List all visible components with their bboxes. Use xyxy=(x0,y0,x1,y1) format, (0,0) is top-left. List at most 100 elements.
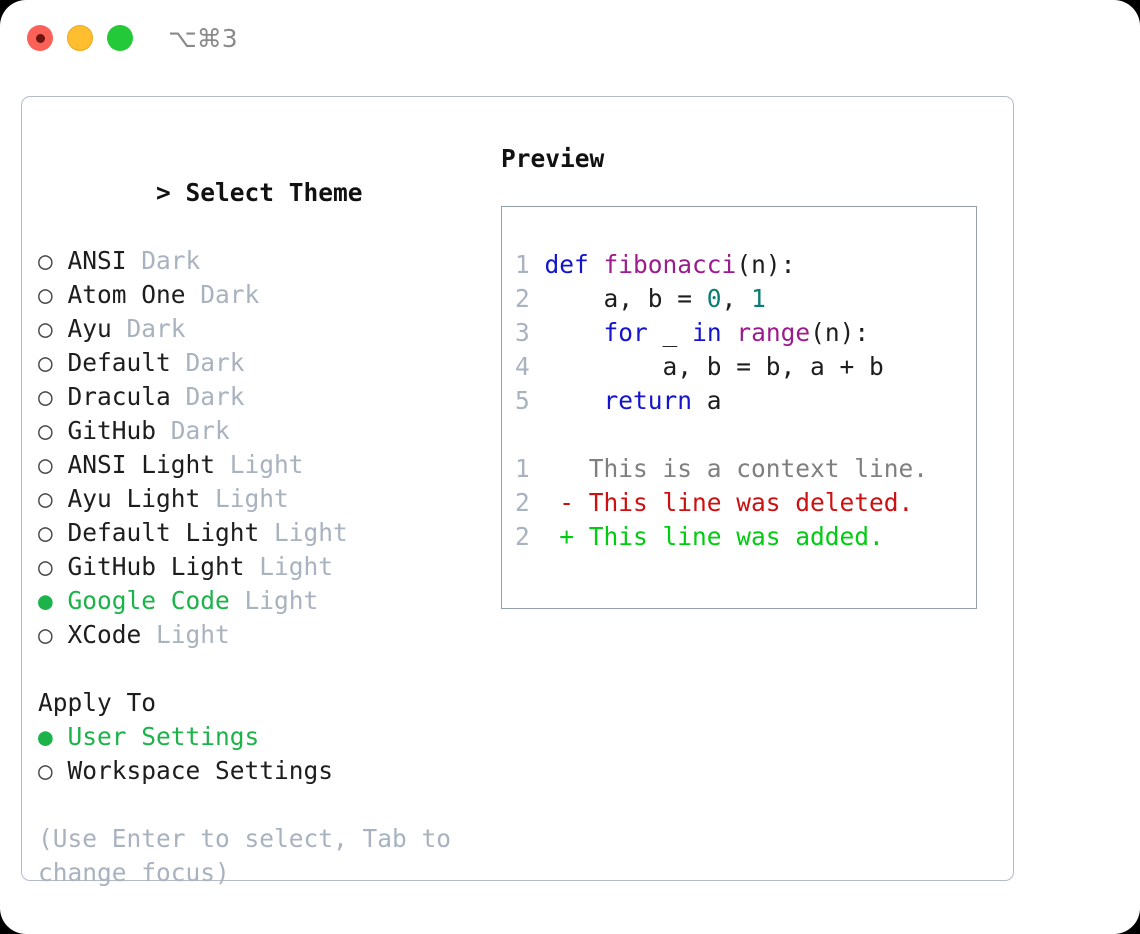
main-panel: > Select Theme ○ ANSI Dark○ Atom One Dar… xyxy=(21,96,1014,887)
theme-option-ansi-light[interactable]: ○ ANSI Light Light xyxy=(38,448,488,482)
code-token-pl: a xyxy=(692,386,722,415)
code-line-number: 4 xyxy=(515,352,530,381)
theme-selector-header: > Select Theme xyxy=(38,142,488,244)
code-line: 3 for _ in range(n): xyxy=(502,316,976,350)
theme-option-kind: Dark xyxy=(200,280,260,309)
radio-unselected-icon: ○ xyxy=(38,348,53,377)
theme-option-github[interactable]: ○ GitHub Dark xyxy=(38,414,488,448)
diff-marker-icon xyxy=(559,454,574,483)
close-icon xyxy=(35,33,45,43)
radio-unselected-icon: ○ xyxy=(38,450,53,479)
code-token-pl xyxy=(545,386,604,415)
radio-unselected-icon: ○ xyxy=(38,416,53,445)
theme-option-name: Dracula xyxy=(67,382,171,411)
theme-option-name: Ayu Light xyxy=(67,484,201,513)
apply-to-option-workspace-settings[interactable]: ○ Workspace Settings xyxy=(38,754,488,788)
diff-line-number: 2 xyxy=(515,488,530,517)
apply-to-section: Apply To ● User Settings○ Workspace Sett… xyxy=(38,686,488,788)
radio-unselected-icon: ○ xyxy=(38,518,53,547)
preview-title: Preview xyxy=(501,144,605,173)
apply-to-list: ● User Settings○ Workspace Settings xyxy=(38,720,488,788)
diff-marker-icon: - xyxy=(559,488,575,517)
code-sample-block: 1 def fibonacci(n):2 a, b = 0, 1 3 for _ … xyxy=(502,248,976,418)
theme-option-kind: Light xyxy=(259,552,334,581)
theme-option-kind: Dark xyxy=(170,416,230,445)
theme-option-kind: Light xyxy=(244,586,319,615)
apply-to-label: Apply To xyxy=(38,688,157,717)
theme-option-kind: Light xyxy=(274,518,348,547)
apply-to-option-name: Workspace Settings xyxy=(67,756,334,785)
theme-option-atom-one[interactable]: ○ Atom One Dark xyxy=(38,278,488,312)
theme-option-google-code[interactable]: ● Google Code Light xyxy=(38,584,488,618)
theme-option-name: Ayu xyxy=(67,314,112,343)
code-line: 4 a, b = b, a + b xyxy=(502,350,976,384)
keyboard-shortcut-label: ⌥⌘3 xyxy=(168,24,238,53)
maximize-window-button[interactable] xyxy=(107,25,133,51)
theme-option-kind: Dark xyxy=(126,314,186,343)
radio-selected-icon: ● xyxy=(38,722,53,751)
diff-line-number: 2 xyxy=(515,522,530,551)
theme-option-kind: Light xyxy=(229,450,304,479)
theme-option-github-light[interactable]: ○ GitHub Light Light xyxy=(38,550,488,584)
code-token-num: 0 xyxy=(706,284,722,313)
minimize-window-button[interactable] xyxy=(67,25,93,51)
theme-option-name: XCode xyxy=(67,620,142,649)
theme-option-kind: Dark xyxy=(185,348,245,377)
diff-line-text: This is a context line. xyxy=(574,454,929,483)
code-token-pl: , xyxy=(721,284,752,313)
theme-option-name: ANSI Light xyxy=(67,450,216,479)
diff-line-del: 2 - This line was deleted. xyxy=(502,486,976,520)
code-line-number: 5 xyxy=(515,386,530,415)
radio-unselected-icon: ○ xyxy=(38,484,53,513)
traffic-light-group xyxy=(27,25,133,51)
code-token-pl: _ xyxy=(647,318,693,347)
diff-line-text: This line was added. xyxy=(574,522,884,551)
code-token-fn: range xyxy=(736,318,811,347)
theme-option-name: GitHub Light xyxy=(67,552,245,581)
code-token-kw: in xyxy=(692,318,722,347)
apply-to-option-name: User Settings xyxy=(67,722,260,751)
theme-option-ayu-light[interactable]: ○ Ayu Light Light xyxy=(38,482,488,516)
theme-option-xcode[interactable]: ○ XCode Light xyxy=(38,618,488,652)
radio-unselected-icon: ○ xyxy=(38,756,53,785)
theme-option-ayu[interactable]: ○ Ayu Dark xyxy=(38,312,488,346)
close-window-button[interactable] xyxy=(27,25,53,51)
code-token-pl: (n): xyxy=(736,250,796,279)
code-token-num: 1 xyxy=(751,284,766,313)
radio-unselected-icon: ○ xyxy=(38,552,53,581)
diff-line-add: 2 + This line was added. xyxy=(502,520,976,554)
diff-marker-icon: + xyxy=(559,522,575,551)
code-line: 1 def fibonacci(n): xyxy=(502,248,976,282)
keyboard-hint-text: (Use Enter to select, Tab to change focu… xyxy=(38,824,452,887)
radio-selected-icon: ● xyxy=(38,586,53,615)
code-line: 5 return a xyxy=(502,384,976,418)
theme-option-ansi[interactable]: ○ ANSI Dark xyxy=(38,244,488,278)
code-token-fn: fibonacci xyxy=(603,250,737,279)
code-token-pl: a, b = b, a + b xyxy=(544,352,884,381)
diff-sample-block: 1 This is a context line. 2 - This line w… xyxy=(502,452,976,554)
theme-option-kind: Light xyxy=(215,484,289,513)
theme-option-default[interactable]: ○ Default Dark xyxy=(38,346,488,380)
code-token-pl: (n): xyxy=(810,318,870,347)
theme-option-dracula[interactable]: ○ Dracula Dark xyxy=(38,380,488,414)
code-token-pl: a, b = xyxy=(544,284,707,313)
radio-unselected-icon: ○ xyxy=(38,280,53,309)
apply-to-option-user-settings[interactable]: ● User Settings xyxy=(38,720,488,754)
radio-unselected-icon: ○ xyxy=(38,382,53,411)
theme-option-name: Google Code xyxy=(67,586,230,615)
diff-line-text: This line was deleted. xyxy=(574,488,914,517)
radio-unselected-icon: ○ xyxy=(38,246,53,275)
theme-list: ○ ANSI Dark○ Atom One Dark○ Ayu Dark○ De… xyxy=(38,244,488,652)
preview-column: Preview 1 def fibonacci(n):2 a, b = 0, 1… xyxy=(501,142,1001,609)
theme-option-default-light[interactable]: ○ Default Light Light xyxy=(38,516,488,550)
code-token-pl xyxy=(722,318,737,347)
code-token-pl xyxy=(545,318,604,347)
diff-line-number: 1 xyxy=(515,454,530,483)
page-title: Select Theme xyxy=(185,178,363,207)
theme-option-name: Atom One xyxy=(67,280,186,309)
code-line-number: 3 xyxy=(515,318,530,347)
code-token-kw: return xyxy=(603,386,693,415)
code-line-number: 2 xyxy=(515,284,530,313)
